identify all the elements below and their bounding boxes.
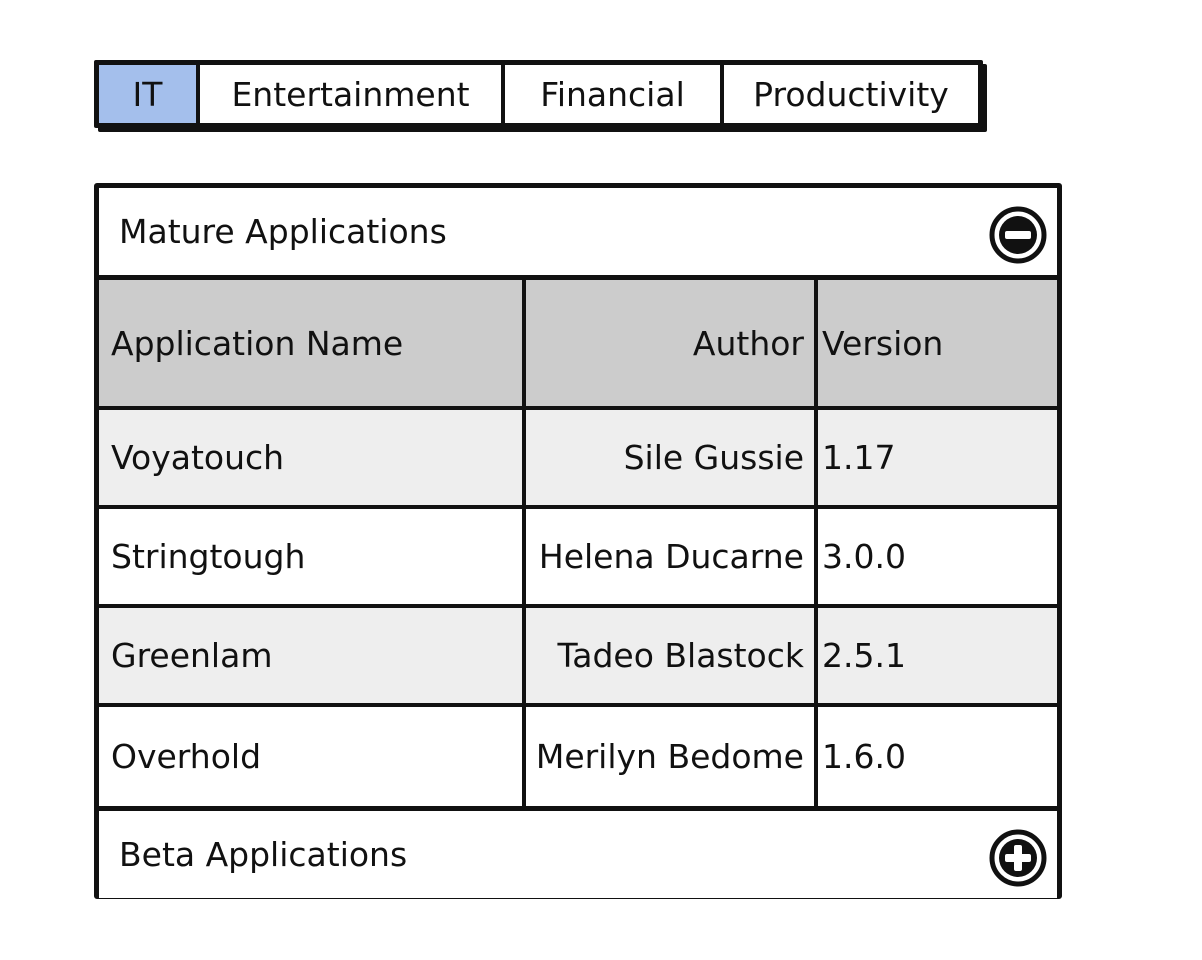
collapse-minus-icon[interactable] [989,206,1047,264]
cell-version: 2.5.1 [822,636,906,675]
cell-application-name: Overhold [99,707,526,806]
cell-author: Merilyn Bedome [526,707,818,806]
column-header-author[interactable]: Author [526,280,818,406]
cell-author: Tadeo Blastock [526,608,818,703]
applications-table: Application Name Author Version Voyatouc… [99,280,1057,806]
cell-application-name: Stringtough [99,509,526,604]
cell-application-name: Greenlam [99,608,526,703]
table-row[interactable]: Greenlam Tadeo Blastock 2.5.1 [99,608,1057,707]
table-row[interactable]: Overhold Merilyn Bedome 1.6.0 [99,707,1057,806]
tab-financial[interactable]: Financial [505,65,724,123]
cell-author: Sile Gussie [526,410,818,505]
table-row[interactable]: Stringtough Helena Ducarne 3.0.0 [99,509,1057,608]
accordion-title: Beta Applications [119,835,408,874]
accordion-title: Mature Applications [119,212,447,251]
tab-it[interactable]: IT [99,65,200,123]
accordion-header-beta-applications[interactable]: Beta Applications [99,806,1057,898]
column-header-version[interactable]: Version [822,323,944,363]
cell-version: 1.6.0 [822,737,906,776]
expand-plus-icon[interactable] [989,829,1047,887]
table-row[interactable]: Voyatouch Sile Gussie 1.17 [99,410,1057,509]
tab-bar: IT Entertainment Financial Productivity [94,60,983,128]
applications-accordion: Mature Applications Application Name Aut… [94,183,1062,899]
cell-version: 1.17 [822,438,896,477]
tab-entertainment[interactable]: Entertainment [200,65,505,123]
accordion-header-mature-applications[interactable]: Mature Applications [99,188,1057,280]
cell-application-name: Voyatouch [99,410,526,505]
column-header-application-name[interactable]: Application Name [99,280,526,406]
cell-author: Helena Ducarne [526,509,818,604]
cell-version: 3.0.0 [822,537,906,576]
table-header-row: Application Name Author Version [99,280,1057,410]
tab-productivity[interactable]: Productivity [724,65,978,123]
